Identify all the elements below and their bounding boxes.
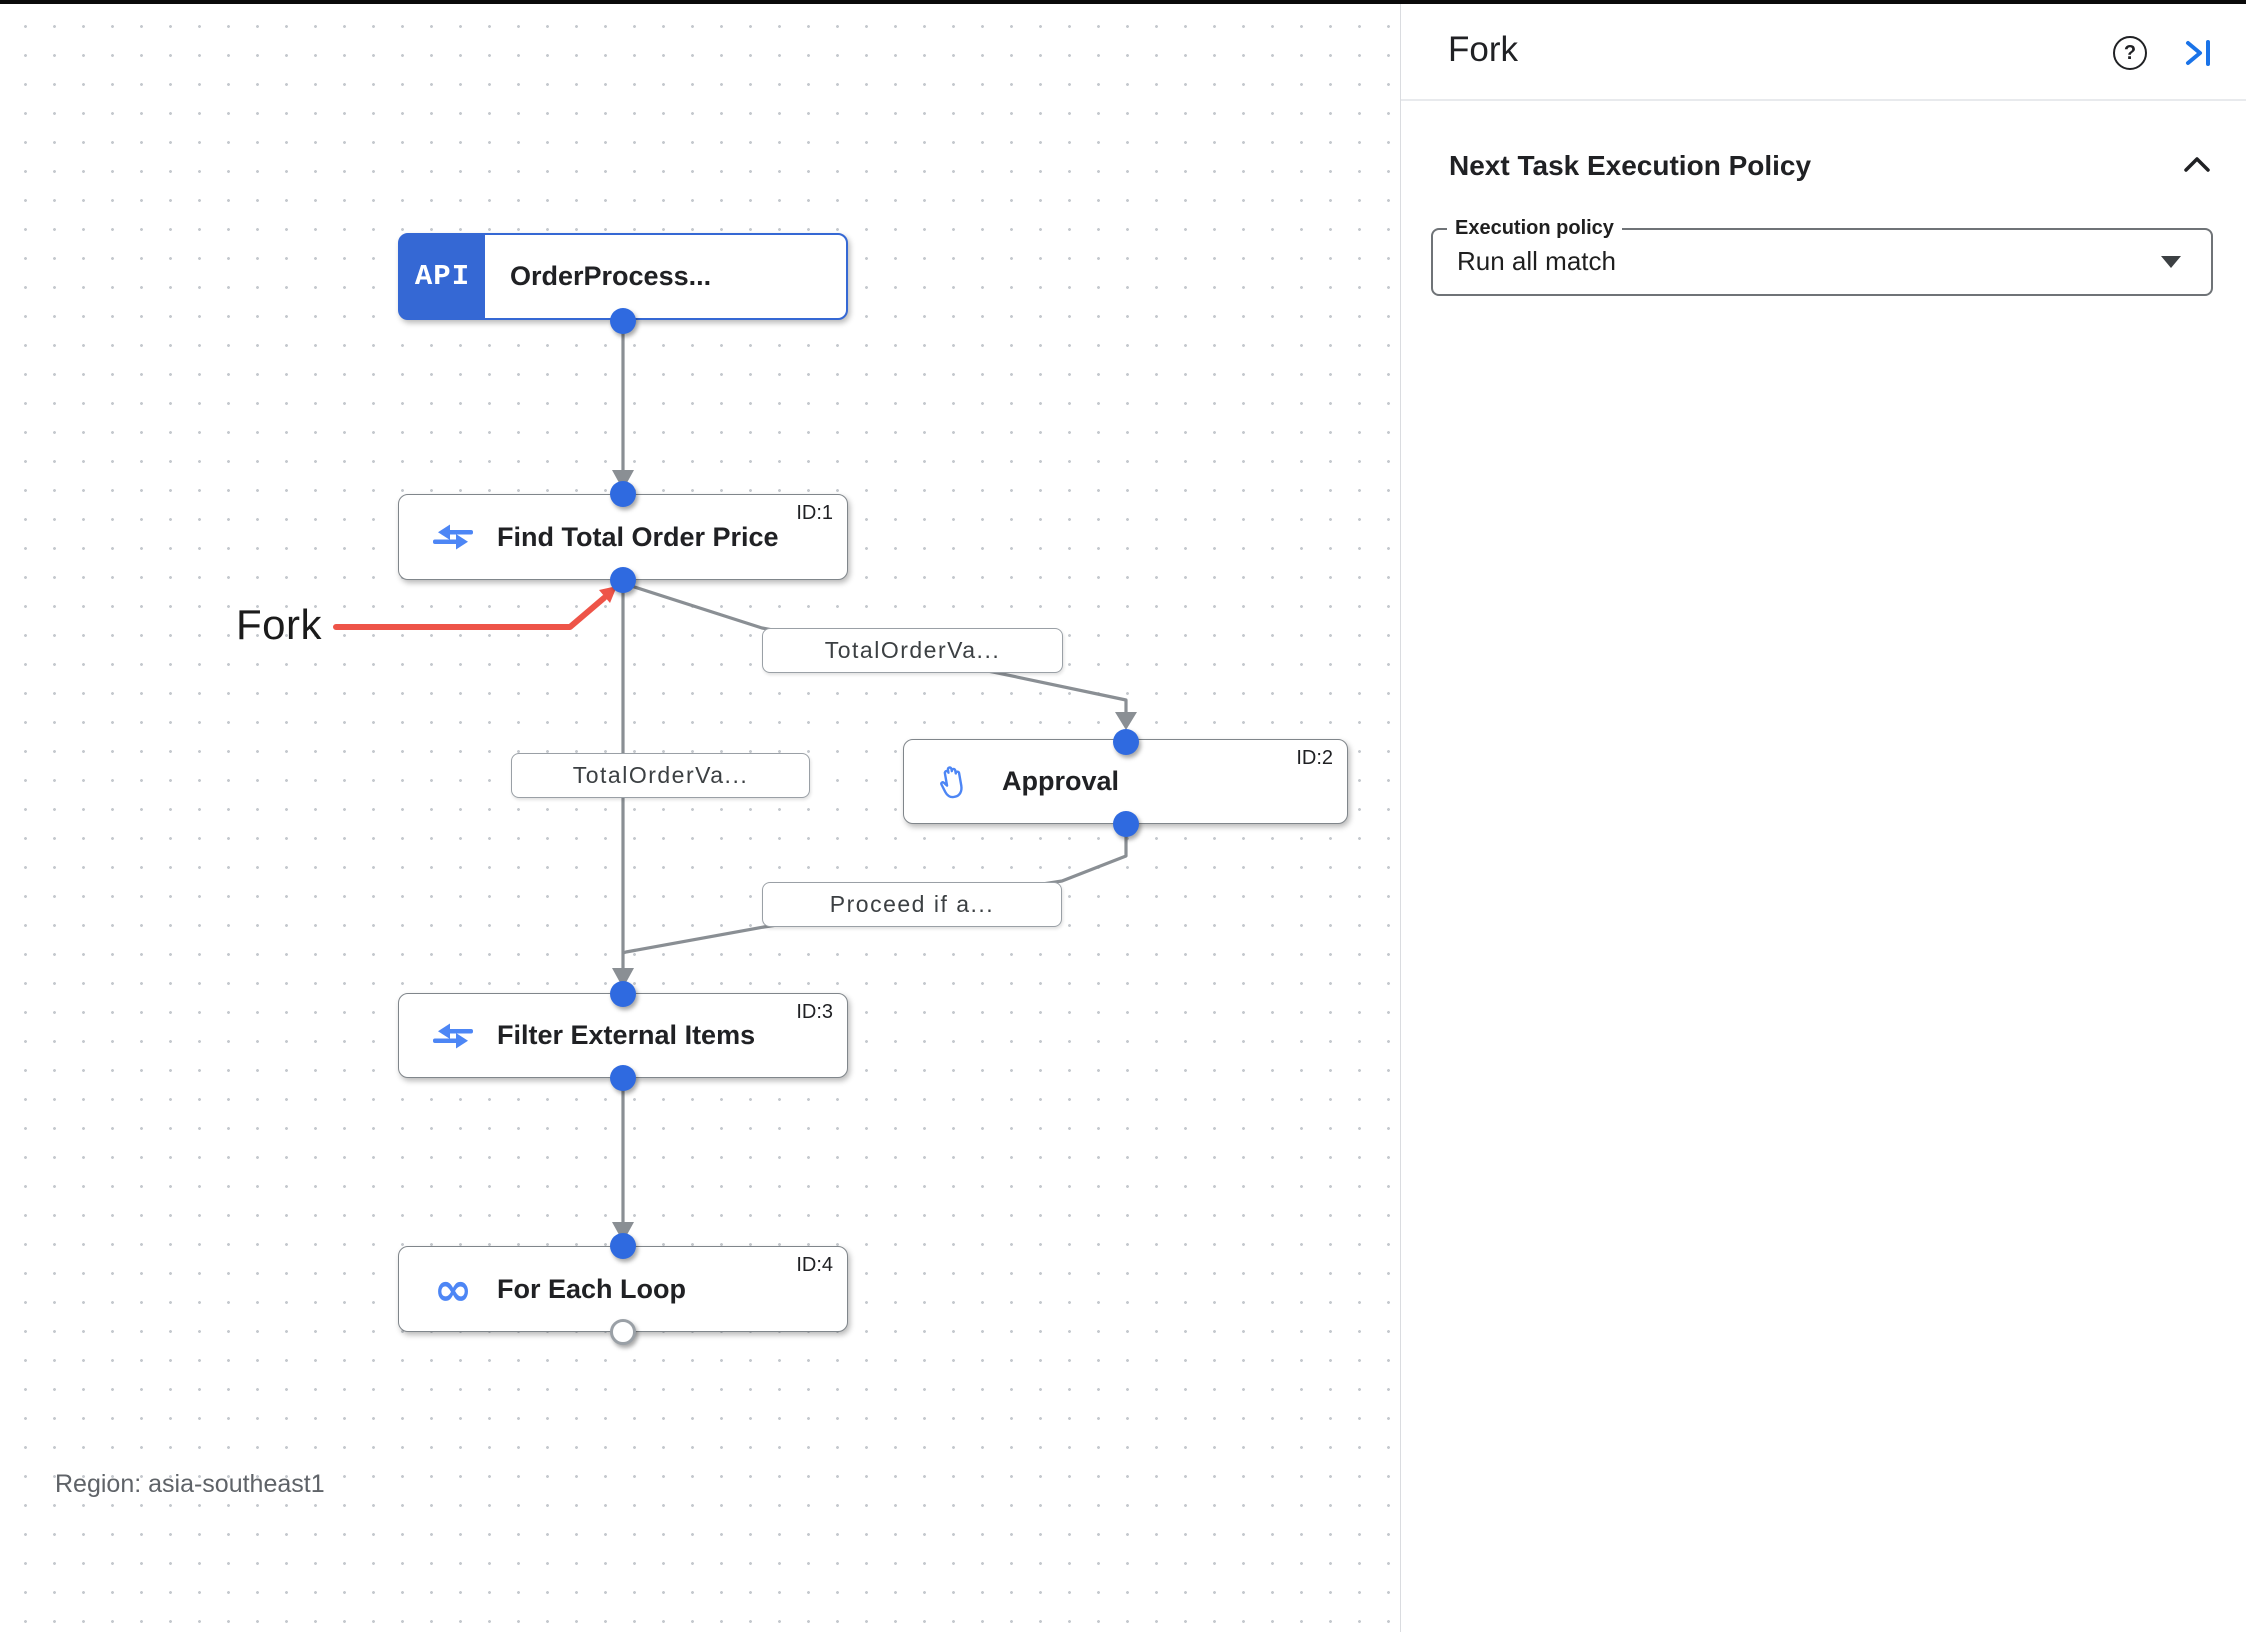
output-port-foreach-open[interactable] xyxy=(610,1319,636,1345)
node-id-label: ID:4 xyxy=(796,1254,833,1276)
execution-policy-label: Execution policy xyxy=(1447,215,1622,241)
collapse-panel-button[interactable] xyxy=(2181,36,2217,70)
collapse-panel-icon xyxy=(2186,40,2210,66)
node-find-total-order-price[interactable]: ID:1 Find Total Order Price xyxy=(398,494,848,580)
edge-condition-label[interactable]: TotalOrderVa... xyxy=(511,753,810,798)
panel-title: Fork xyxy=(1448,30,1518,69)
node-title: Approval xyxy=(1002,766,1120,796)
node-id-label: ID:2 xyxy=(1296,747,1333,769)
data-mapping-icon xyxy=(425,1020,481,1052)
node-id-label: ID:1 xyxy=(796,502,833,524)
output-port-trigger[interactable] xyxy=(610,308,636,334)
region-label: Region: asia-southeast1 xyxy=(55,1470,325,1498)
node-title: Filter External Items xyxy=(497,1020,756,1050)
execution-policy-value: Run all match xyxy=(1457,246,1616,276)
edge-condition-label[interactable]: TotalOrderVa... xyxy=(762,628,1063,673)
node-for-each-loop[interactable]: ID:4 ∞ For Each Loop xyxy=(398,1246,848,1332)
node-title: OrderProcess... xyxy=(510,261,712,291)
input-port-find[interactable] xyxy=(610,481,636,507)
edge-condition-label[interactable]: Proceed if a... xyxy=(762,882,1062,927)
fork-annotation-label: Fork xyxy=(236,601,322,648)
input-port-foreach[interactable] xyxy=(610,1233,636,1259)
section-heading: Next Task Execution Policy xyxy=(1449,150,1812,181)
config-panel: Fork ? Next Task Execution Policy Execut… xyxy=(1400,0,2246,1632)
api-trigger-icon: API xyxy=(400,235,485,318)
output-port-approval[interactable] xyxy=(1113,811,1139,837)
node-id-label: ID:3 xyxy=(796,1001,833,1023)
section-next-task-execution-policy[interactable]: Next Task Execution Policy xyxy=(1401,138,2246,190)
api-badge-text: API xyxy=(414,260,471,293)
input-port-approval[interactable] xyxy=(1113,729,1139,755)
help-button[interactable]: ? xyxy=(2113,36,2147,70)
node-api-trigger[interactable]: API OrderProcess... xyxy=(398,233,848,320)
help-icon: ? xyxy=(2123,41,2137,64)
panel-divider xyxy=(1401,99,2246,101)
fork-pointer-arrow xyxy=(333,586,617,630)
window-top-edge xyxy=(0,0,2246,4)
node-title: Find Total Order Price xyxy=(497,521,779,552)
output-port-filter[interactable] xyxy=(610,1065,636,1091)
data-mapping-icon xyxy=(425,521,481,553)
chevron-up-icon xyxy=(2184,157,2210,172)
workflow-canvas[interactable]: API OrderProcess... ID:1 Find Total Orde… xyxy=(0,0,1400,1632)
input-port-filter[interactable] xyxy=(610,981,636,1007)
node-title: For Each Loop xyxy=(497,1273,686,1304)
dropdown-caret-icon[interactable] xyxy=(2161,256,2181,268)
output-port-find-fork[interactable] xyxy=(610,567,636,593)
approval-hand-icon xyxy=(930,762,986,802)
for-each-loop-icon: ∞ xyxy=(433,1262,473,1316)
